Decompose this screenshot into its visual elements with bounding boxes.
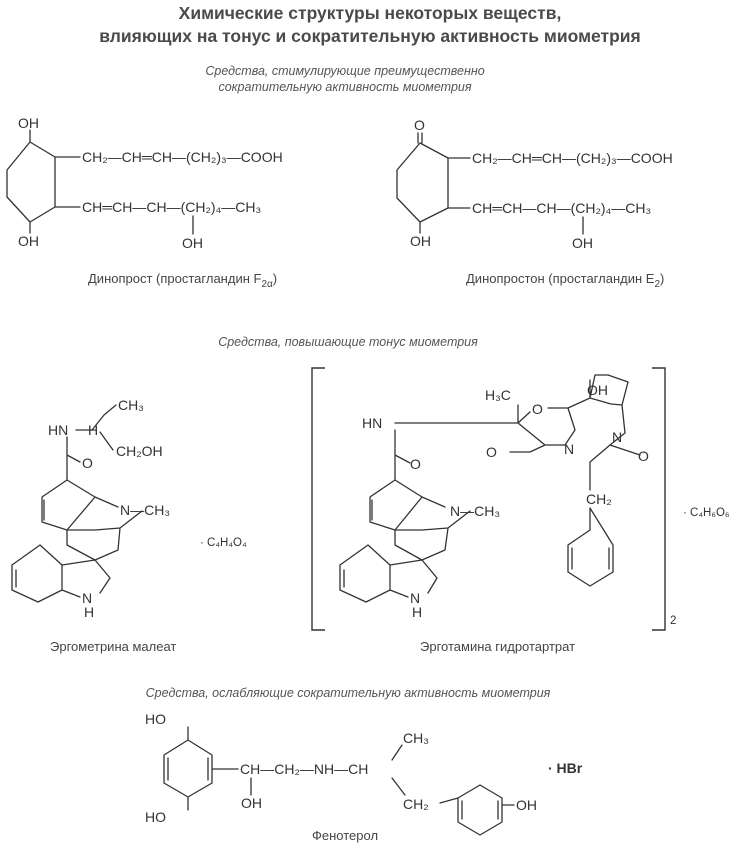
section-stimulating-line-2: сократительную активность миометрия: [218, 80, 471, 94]
fenoterol-ch3: CH₃: [403, 730, 429, 746]
ergotamine-h3c: H₃C: [485, 387, 511, 403]
fenoterol-caption: Фенотерол: [312, 828, 378, 843]
dinoprost-top-chain: CH₂—CH═CH—(CH₂)₃—COOH: [82, 149, 283, 165]
dinoprost-oh-bottom: OH: [18, 233, 39, 249]
ergometrine-caption: Эргометрина малеат: [50, 639, 176, 654]
section-relaxing: Средства, ослабляющие сократительную акт…: [146, 686, 551, 700]
dinoprostone-caption: Динопростон (простагландин E2): [466, 271, 664, 290]
ergotamine-co: O: [410, 456, 421, 472]
ergotamine-o-right: O: [638, 448, 649, 464]
dinoprostone-oh-chain: OH: [572, 235, 593, 251]
dinoprostone-oh-bottom: OH: [410, 233, 431, 249]
fenoterol-salt: · HBr: [548, 760, 583, 776]
ergotamine-subscript: 2: [670, 615, 676, 627]
section-stimulating-line-1: Средства, стимулирующие преимущественно: [205, 64, 484, 78]
dinoprost-oh-top: OH: [18, 115, 39, 131]
ergometrine-ch3: CH₃: [118, 397, 144, 413]
dinoprostone-keto: O: [414, 117, 425, 133]
ergometrine-nh: HN: [48, 422, 68, 438]
dinoprost-oh-chain: OH: [182, 235, 203, 251]
dinoprostone-bottom-chain: CH═CH—CH—(CH₂)₄—CH₃: [472, 200, 651, 216]
ergotamine-salt: · C₄H₆O₆: [683, 507, 730, 519]
ergotamine-bracket-left: [311, 367, 325, 631]
ergotamine-indole-n: N: [410, 590, 420, 606]
fenoterol-oh-right: OH: [516, 797, 537, 813]
fenoterol-chain: CH—CH₂—NH—CH: [240, 761, 368, 777]
title-line-1: Химические структуры некоторых веществ,: [179, 3, 562, 23]
ergometrine-salt: · C₄H₄O₄: [200, 537, 247, 549]
ergometrine-ch2oh: CH₂OH: [116, 443, 163, 459]
ergometrine-nme: N—CH₃: [120, 502, 170, 518]
section-tonus: Средства, повышающие тонус миометрия: [218, 335, 478, 349]
dinoprost-caption: Динопрост (простагландин F2α): [88, 271, 277, 290]
ergotamine-caption: Эрготамина гидротартрат: [420, 639, 575, 654]
ergotamine-o-left: O: [486, 444, 497, 460]
dinoprostone-top-chain: CH₂—CH═CH—(CH₂)₃—COOH: [472, 150, 673, 166]
dinoprost-bottom-chain: CH═CH—CH—(CH₂)₄—CH₃: [82, 199, 261, 215]
ergotamine-ring-n1: N: [612, 429, 622, 445]
ergometrine-indole-n: N: [82, 590, 92, 606]
structure-dinoprost: OH OH CH₂—CH═CH—(CH₂)₃—COOH CH═CH—CH—(CH…: [6, 115, 283, 251]
ergotamine-nme: N—CH₃: [450, 503, 500, 519]
structure-fenoterol: HO HO CH—CH₂—NH—CH OH CH₃ CH₂ OH: [145, 711, 537, 836]
ergometrine-co: O: [82, 455, 93, 471]
ergometrine-ch-label: H: [88, 422, 98, 438]
structure-ergometrine: CH₃ HN H CH₂OH O N—CH₃ N H: [11, 397, 170, 620]
fenoterol-ho-top: HO: [145, 711, 166, 727]
ergometrine-indole-h: H: [84, 604, 94, 620]
ergotamine-ch2: CH₂: [586, 491, 612, 507]
structure-ergotamine: H₃C OH HN O N N O O CH₂ O N—CH₃ N H: [339, 374, 649, 620]
ergotamine-nh: HN: [362, 415, 382, 431]
fenoterol-ho-bottom: HO: [145, 809, 166, 825]
fenoterol-oh: OH: [241, 795, 262, 811]
ergotamine-ring-o: O: [532, 401, 543, 417]
ergotamine-bracket-right: [652, 367, 666, 631]
ergotamine-ring-n2: N: [564, 441, 574, 457]
structure-dinoprostone: O OH CH₂—CH═CH—(CH₂)₃—COOH CH═CH—CH—(CH₂…: [396, 117, 673, 251]
fenoterol-ch2: CH₂: [403, 796, 429, 812]
ergotamine-oh: OH: [587, 382, 608, 398]
title-line-2: влияющих на тонус и сократительную актив…: [99, 26, 641, 46]
ergotamine-indole-h: H: [412, 604, 422, 620]
